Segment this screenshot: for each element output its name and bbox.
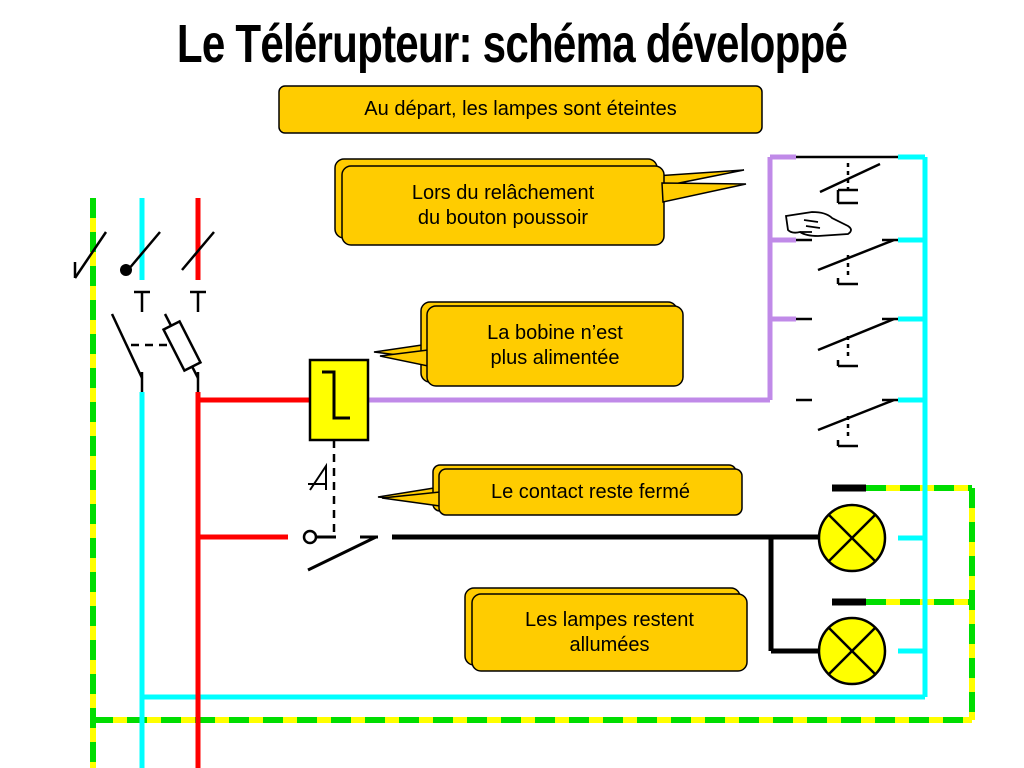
control-circuit: [368, 154, 796, 403]
earth-conductor: [90, 198, 975, 768]
callout-relachement-box: [334, 158, 747, 246]
callout-bobine-box: [373, 301, 684, 387]
neutral-conductor: [139, 154, 928, 768]
lamp-icon: [817, 484, 887, 573]
callout-lampes-box: [464, 587, 748, 672]
hand-icon: [784, 211, 852, 237]
callout-depart-box: [278, 85, 763, 134]
phase-conductor: [195, 198, 310, 768]
lamp-icon: [817, 598, 887, 686]
callout-lampes-text: Les lampes restent allumées: [525, 608, 694, 656]
main-switch: [73, 231, 215, 312]
callout-bobine-text: La bobine n’est plus alimentée: [487, 322, 623, 369]
push-button-1: [796, 155, 898, 205]
push-button-4: [796, 398, 898, 448]
callout-contact-text: Le contact reste fermé: [491, 480, 690, 503]
push-button-3: [796, 317, 898, 368]
callout-contact-box: [377, 464, 743, 516]
breaker-contact: [110, 313, 168, 392]
coil-icon: [308, 358, 370, 537]
page-title: Le Télérupteur: schéma développé: [176, 14, 848, 74]
callout-depart-text: Au départ, les lampes sont éteintes: [364, 98, 677, 120]
callout-relachement-text: Lors du relâchement du bouton poussoir: [411, 181, 595, 229]
fuse-icon: [161, 313, 203, 392]
push-button-2: [796, 238, 898, 286]
power-contact: [302, 529, 820, 654]
